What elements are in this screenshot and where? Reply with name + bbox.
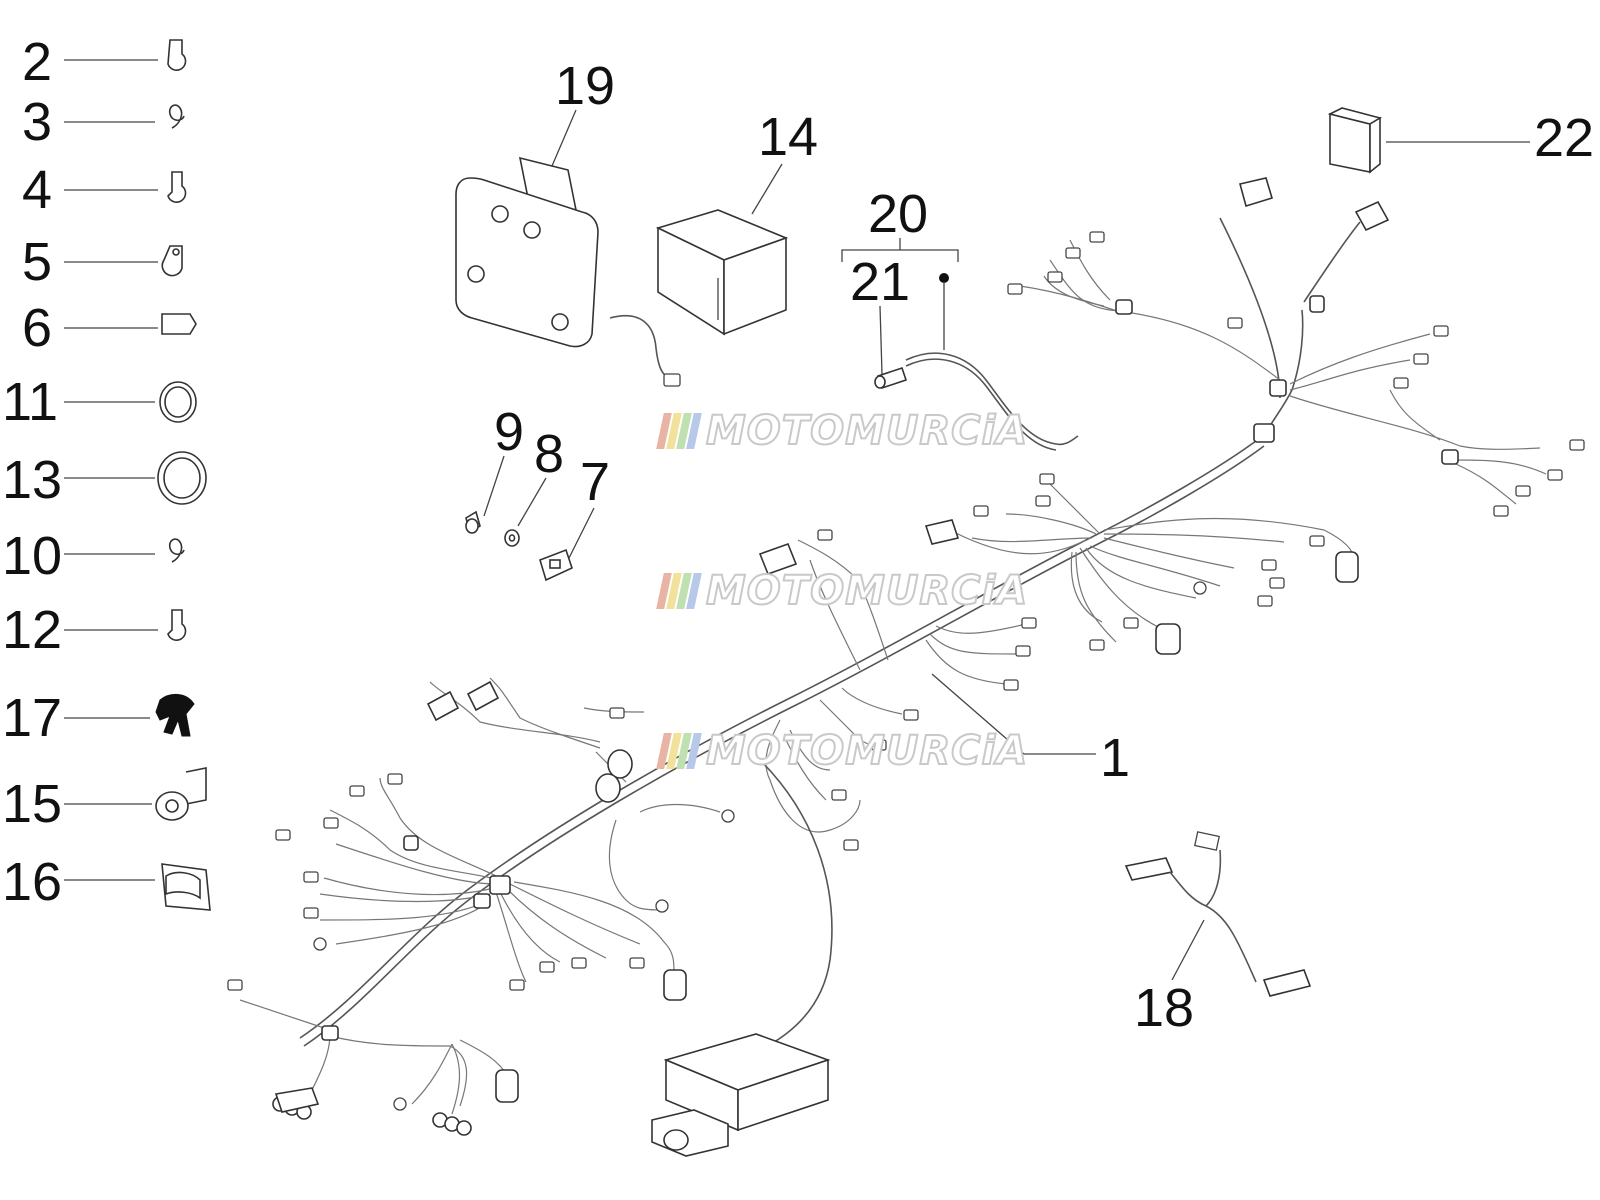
voltage-regulator-part-19 [455, 156, 681, 387]
callout-group-22: 22 [1386, 108, 1594, 168]
control-unit-part-22 [1327, 107, 1383, 174]
triple-connector-right [432, 1112, 472, 1136]
callout-16: 16 [2, 852, 62, 912]
callout-group-17: 17 [2, 688, 195, 748]
callout-group-15: 15 [2, 767, 207, 834]
callout-3: 3 [22, 92, 52, 152]
bullet-marker [939, 273, 949, 283]
callout-4: 4 [22, 160, 52, 220]
adapter-harness-part-18 [1124, 831, 1312, 997]
callout-group-4: 4 [22, 160, 187, 220]
callout-9: 9 [494, 402, 524, 462]
callout-2: 2 [22, 32, 52, 92]
clamp-bracket-part-15 [185, 767, 207, 805]
callout-7: 7 [580, 452, 610, 512]
clip-part-2 [167, 39, 187, 71]
battery-part-14 [655, 209, 789, 336]
callout-group-9: 9 [465, 402, 524, 534]
cable-part-20 [905, 352, 1079, 451]
callout-18: 18 [1134, 978, 1194, 1038]
callout-12: 12 [2, 600, 62, 660]
callout-group-12: 12 [2, 600, 187, 660]
callout-group-3: 3 [22, 92, 185, 152]
callout-11: 11 [2, 372, 58, 432]
callout-13: 13 [2, 450, 62, 510]
connector-part-21 [874, 366, 908, 390]
main-wiring-harness-part-1 [227, 177, 1585, 1157]
callout-15: 15 [2, 774, 62, 834]
callout-group-8: 8 [504, 424, 564, 547]
callout-5: 5 [22, 232, 52, 292]
callout-group-5: 5 [22, 232, 183, 292]
callout-group-7: 7 [539, 452, 610, 582]
spring-clip-part-3 [168, 104, 185, 129]
callout-8: 8 [534, 424, 564, 484]
clip-part-4 [167, 171, 187, 203]
callout-group-19: 19 [551, 56, 615, 167]
callout-22: 22 [1534, 108, 1594, 168]
callout-group-16: 16 [2, 852, 211, 912]
callout-1: 1 [1100, 728, 1130, 788]
spring-clip-part-10 [168, 538, 185, 563]
callout-10: 10 [2, 526, 62, 586]
callout-group-1: 1 [931, 673, 1130, 788]
callout-20: 20 [868, 184, 928, 244]
callout-19: 19 [555, 56, 615, 116]
callout-group-14: 14 [751, 107, 818, 215]
callout-14: 14 [758, 107, 818, 167]
callout-group-2: 2 [22, 32, 187, 92]
callout-group-13: 13 [2, 450, 207, 510]
callout-group-20-21: 20 21 [841, 184, 959, 375]
triple-connector-left [272, 1087, 320, 1120]
callout-group-10: 10 [2, 526, 185, 586]
callout-17: 17 [2, 688, 62, 748]
callout-group-6: 6 [22, 298, 197, 358]
callout-21: 21 [850, 252, 910, 312]
clip-part-12 [167, 609, 187, 641]
callout-6: 6 [22, 298, 52, 358]
push-clip-part-17 [155, 694, 195, 737]
clip-part-6 [161, 313, 197, 335]
callout-group-18: 18 [1134, 919, 1205, 1038]
callout-group-11: 11 [2, 372, 197, 432]
